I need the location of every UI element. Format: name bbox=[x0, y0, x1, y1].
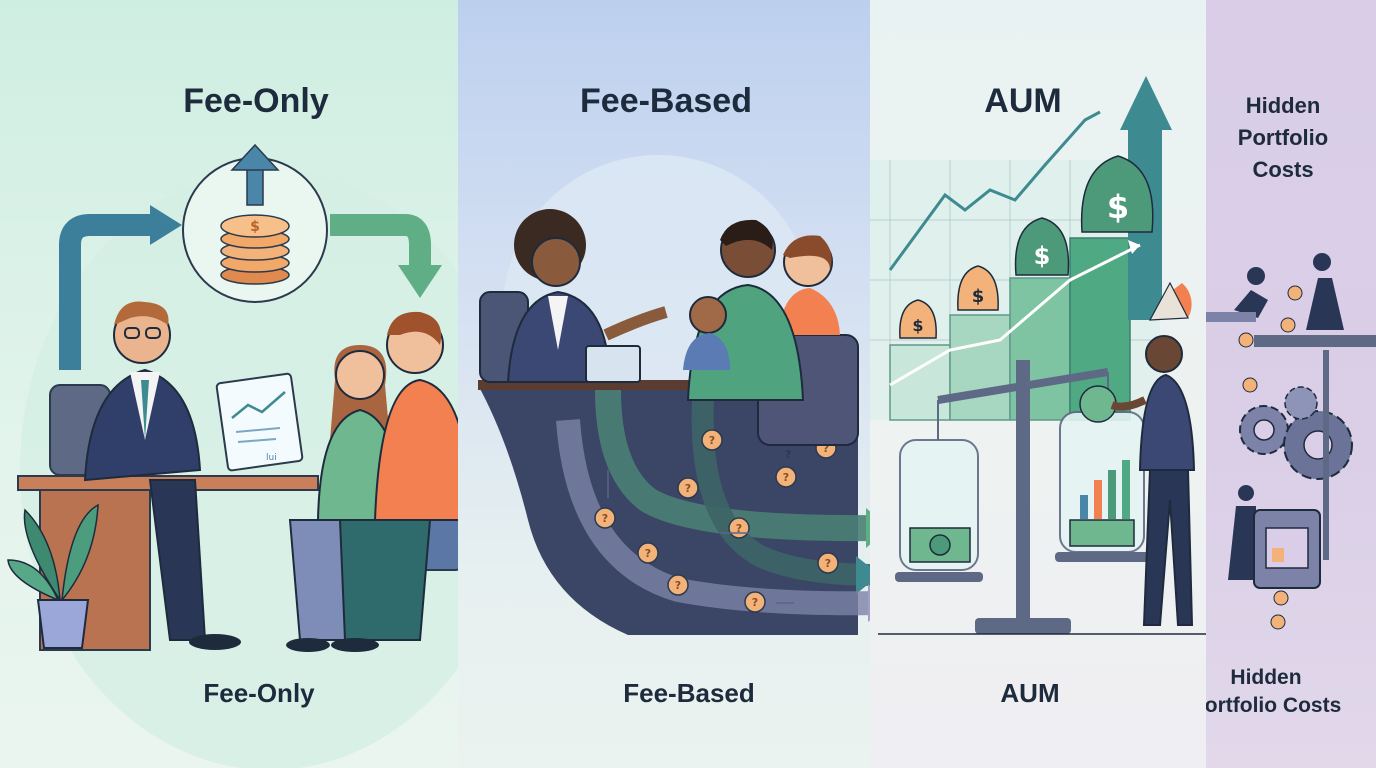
svg-text:?: ? bbox=[602, 512, 608, 525]
fee-based-illustration: ? ? ? ? ? ? ? ? ? ? ? bbox=[478, 155, 870, 635]
balance-scale-icon bbox=[937, 360, 1109, 634]
fee-based-title: Fee-Based bbox=[580, 82, 752, 120]
svg-text:?: ? bbox=[685, 482, 691, 495]
hidden-costs-title: Hidden Portfolio Costs bbox=[1206, 90, 1360, 186]
svg-text:$: $ bbox=[1034, 242, 1051, 270]
hidden-costs-figures bbox=[1228, 253, 1344, 580]
svg-text:?: ? bbox=[752, 596, 758, 609]
woman-client bbox=[286, 345, 402, 652]
svg-text:?: ? bbox=[785, 448, 791, 461]
aum-title: AUM bbox=[984, 82, 1062, 120]
svg-text:$: $ bbox=[1107, 188, 1129, 226]
svg-text:?: ? bbox=[825, 557, 831, 570]
fee-only-caption: Fee-Only bbox=[203, 678, 315, 708]
hidden-costs-panel: % Hidden Portfolio Costs Hidden Port bbox=[1206, 0, 1376, 768]
svg-text:$: $ bbox=[912, 316, 923, 335]
man-client bbox=[331, 311, 458, 652]
hidden-costs-illustration: % bbox=[1206, 253, 1376, 630]
fee-based-advisor bbox=[506, 209, 668, 383]
plant-icon bbox=[7, 503, 99, 649]
svg-text:$: $ bbox=[972, 286, 985, 307]
fee-based-caption: Fee-Based bbox=[623, 678, 755, 708]
fee-only-illustration: $ lui bbox=[7, 143, 458, 768]
report-chart-mark: lui bbox=[266, 453, 277, 463]
svg-text:$: $ bbox=[250, 219, 260, 235]
svg-text:?: ? bbox=[736, 522, 742, 535]
report-document: lui bbox=[215, 372, 304, 472]
hidden-costs-title-line-3: Costs bbox=[1252, 157, 1314, 182]
aum-woman bbox=[1110, 335, 1196, 626]
coin-stack-icon: $ bbox=[220, 214, 290, 285]
up-arrow-icon bbox=[230, 143, 280, 206]
hidden-costs-caption: Hidden Portfolio Costs bbox=[1206, 664, 1356, 720]
right-flow-arrow bbox=[330, 214, 431, 270]
money-bag-icon: $ $ $ $ bbox=[899, 155, 1154, 339]
hidden-costs-title-line-1: Hidden bbox=[1245, 93, 1321, 118]
hidden-costs-caption-line-1: Hidden bbox=[1230, 666, 1302, 689]
fee-based-panel: ? ? ? ? ? ? ? ? ? ? ? bbox=[458, 0, 870, 768]
glass-jar-icon bbox=[895, 385, 1149, 582]
hidden-costs-caption-line-2: Portfolio Costs bbox=[1206, 694, 1342, 717]
svg-text:?: ? bbox=[823, 442, 829, 455]
fee-only-panel: $ lui bbox=[0, 0, 458, 768]
hidden-costs-title-line-2: Portfolio bbox=[1237, 125, 1329, 150]
small-arrows bbox=[607, 470, 794, 604]
aum-panel: $ $ $ $ bbox=[870, 0, 1206, 768]
svg-text:?: ? bbox=[783, 471, 789, 484]
falling-coins bbox=[1238, 285, 1303, 630]
aum-caption: AUM bbox=[1000, 678, 1060, 708]
aum-illustration: $ $ $ $ bbox=[870, 76, 1206, 635]
fee-only-title: Fee-Only bbox=[183, 82, 329, 120]
laptop bbox=[585, 345, 641, 383]
svg-text:?: ? bbox=[645, 547, 651, 560]
svg-text:?: ? bbox=[709, 434, 715, 447]
fee-based-family bbox=[683, 219, 859, 446]
gear-icon bbox=[1239, 386, 1353, 480]
svg-text:?: ? bbox=[675, 579, 681, 592]
left-flow-arrow bbox=[59, 214, 160, 370]
advisor-figure bbox=[83, 301, 241, 650]
